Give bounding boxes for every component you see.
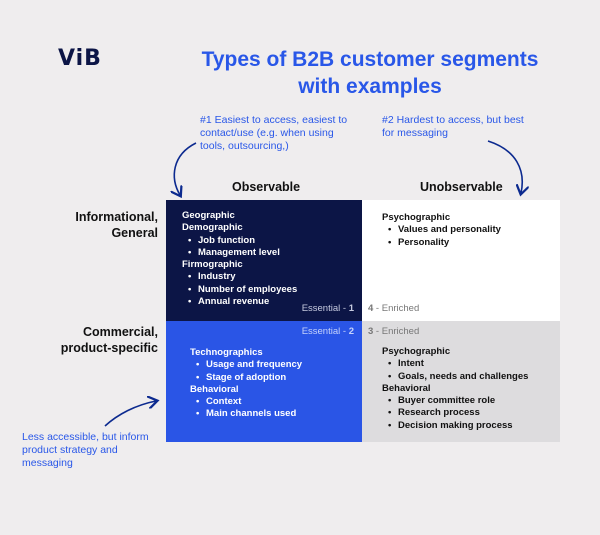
group-items: IndustryNumber of employeesAnnual revenu…	[182, 271, 297, 308]
group-heading: Technographics	[190, 347, 263, 358]
group-heading: Firmographic	[182, 259, 243, 271]
cell-content: TechnographicsUsage and frequencyStage o…	[190, 347, 302, 421]
column-header-observable: Observable	[232, 180, 301, 194]
list-item: Annual revenue	[182, 296, 297, 309]
vib-logo: ViB	[58, 46, 102, 71]
list-item: Decision making process	[382, 420, 528, 433]
list-item: Values and personality	[382, 224, 501, 237]
list-item: Number of employees	[182, 284, 297, 297]
page-title: Types of B2B customer segments with exam…	[201, 48, 539, 98]
list-item: Industry	[182, 271, 297, 284]
note-commercial: Less accessible, but inform product stra…	[22, 431, 149, 469]
group-heading: Behavioral	[190, 383, 239, 395]
list-item: Context	[190, 396, 302, 409]
arrow-commercial	[104, 401, 156, 427]
cell-unobservable-informational: PsychographicValues and personalityPerso…	[362, 200, 560, 321]
tag-essential-2: Essential - 2	[301, 326, 354, 337]
group-items: ContextMain channels used	[190, 396, 302, 421]
tag-essential-1: Essential - 1	[301, 303, 354, 314]
group-items: IntentGoals, needs and challenges	[382, 358, 528, 383]
tag-enriched-4: 4 - Enriched	[368, 303, 420, 314]
group-heading: Demographic	[182, 222, 243, 234]
list-item: Buyer committee role	[382, 395, 528, 408]
row-header-commercial: Commercial, product-specific	[60, 325, 158, 355]
group-items: Values and personalityPersonality	[382, 224, 501, 249]
list-item: Job function	[182, 235, 297, 248]
cell-content: GeographicDemographicJob functionManagem…	[182, 210, 297, 309]
cell-unobservable-commercial: PsychographicIntentGoals, needs and chal…	[362, 321, 560, 442]
column-header-unobservable: Unobservable	[420, 180, 503, 194]
group-heading: Psychographic	[382, 212, 451, 223]
group-heading: Behavioral	[382, 382, 431, 394]
cell-observable-informational: GeographicDemographicJob functionManagem…	[166, 200, 362, 321]
cell-observable-commercial: TechnographicsUsage and frequencyStage o…	[166, 321, 362, 442]
group-items: Buyer committee roleResearch processDeci…	[382, 395, 528, 432]
note-unobservable: #2 Hardest to access, but best for messa…	[382, 114, 524, 139]
list-item: Main channels used	[190, 408, 302, 421]
cell-content: PsychographicValues and personalityPerso…	[382, 212, 501, 249]
note-observable: #1 Easiest to access, easiest to contact…	[200, 114, 348, 152]
group-items: Job functionManagement level	[182, 235, 297, 260]
list-item: Usage and frequency	[190, 359, 302, 372]
group-items: Usage and frequencyStage of adoption	[190, 359, 302, 384]
tag-enriched-3: 3 - Enriched	[368, 326, 420, 337]
row-header-informational: Informational, General	[75, 210, 158, 240]
group-heading: Psychographic	[382, 346, 451, 357]
list-item: Intent	[382, 358, 528, 371]
arrow-unobservable	[487, 140, 522, 193]
arrow-observable	[174, 142, 197, 195]
list-item: Research process	[382, 407, 528, 420]
list-item: Personality	[382, 237, 501, 250]
cell-content: PsychographicIntentGoals, needs and chal…	[382, 346, 528, 432]
group-heading: Geographic	[182, 210, 235, 221]
list-item: Goals, needs and challenges	[382, 371, 528, 384]
list-item: Stage of adoption	[190, 372, 302, 385]
list-item: Management level	[182, 247, 297, 260]
